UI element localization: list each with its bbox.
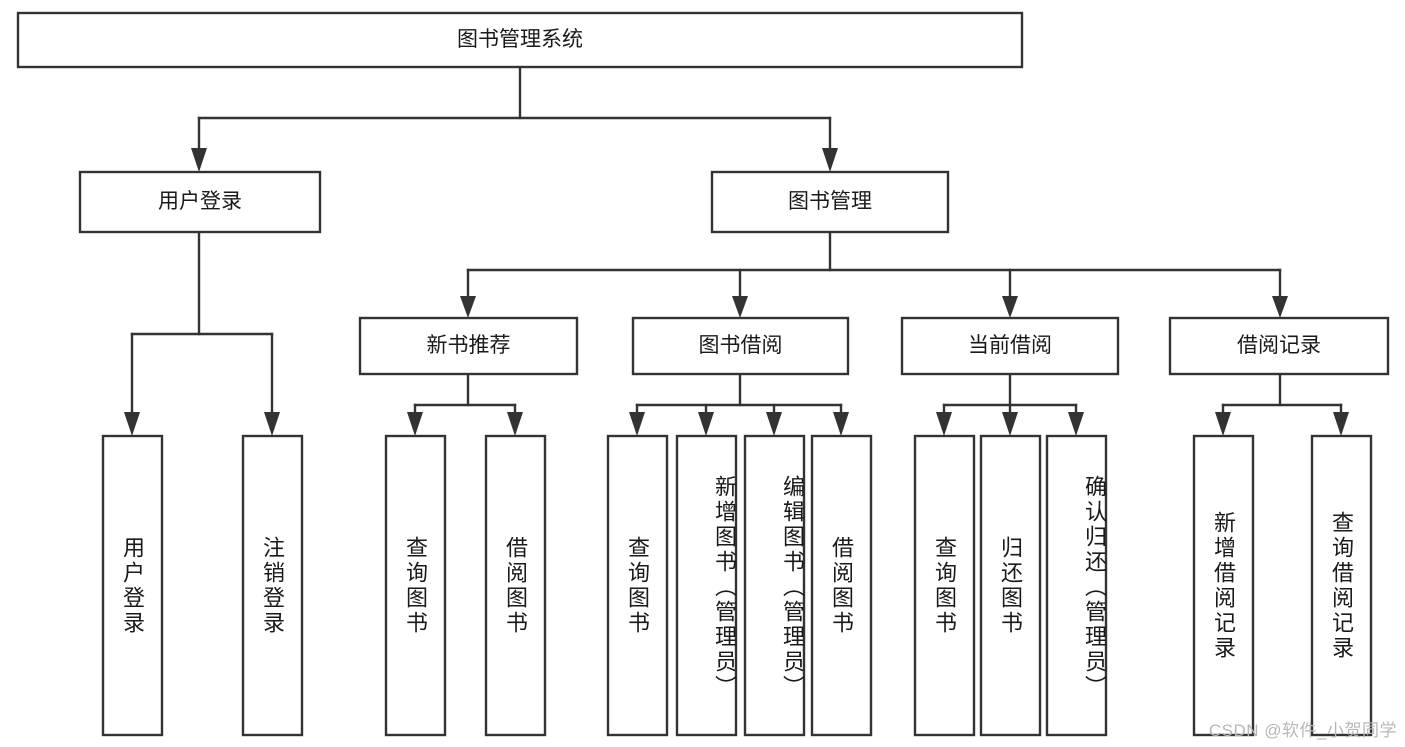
node-box-leaf-12[interactable] — [1192, 434, 1255, 737]
connector-group-user-login — [124, 230, 280, 436]
node-box-leaf-4[interactable] — [484, 434, 547, 737]
node-box-leaf-9[interactable] — [913, 434, 976, 737]
arrow-head-icon — [191, 148, 207, 172]
arrow-head-icon — [1002, 296, 1018, 318]
connector-group-root — [191, 65, 838, 172]
arrow-head-icon — [264, 412, 280, 436]
arrow-head-icon — [1333, 412, 1349, 436]
arrow-head-icon — [936, 412, 952, 436]
arrow-head-icon — [822, 148, 838, 172]
node-box-leaf-1[interactable] — [101, 434, 164, 737]
connector-group-book-manage — [460, 230, 1288, 318]
node-box-user-login[interactable] — [78, 170, 322, 234]
arrow-head-icon — [1215, 412, 1231, 436]
watermark-text: CSDN @软件_小贺同学 — [1208, 721, 1397, 740]
node-box-borrow-record[interactable] — [1168, 316, 1390, 376]
node-box-book-manage[interactable] — [710, 170, 950, 234]
node-box-leaf-11[interactable] — [1045, 434, 1108, 737]
node-box-leaf-8[interactable] — [810, 434, 873, 737]
arrow-head-icon — [698, 412, 714, 436]
connector-group-book-borrow — [629, 372, 849, 436]
arrow-head-icon — [507, 412, 523, 436]
arrow-head-icon — [629, 412, 645, 436]
node-box-leaf-5[interactable] — [606, 434, 669, 737]
connector-group-borrow-record — [1215, 372, 1349, 436]
arrow-head-icon — [407, 412, 423, 436]
arrow-head-icon — [460, 296, 476, 318]
arrow-head-icon — [124, 412, 140, 436]
node-box-current-borrow[interactable] — [900, 316, 1120, 376]
arrow-head-icon — [1272, 296, 1288, 318]
node-box-leaf-7[interactable] — [743, 434, 806, 737]
node-box-leaf-3[interactable] — [384, 434, 447, 737]
arrow-head-icon — [766, 412, 782, 436]
node-box-leaf-13[interactable] — [1310, 434, 1373, 737]
node-box-leaf-2[interactable] — [241, 434, 304, 737]
connector-group-new-book-rec — [407, 372, 523, 436]
node-box-leaf-10[interactable] — [979, 434, 1042, 737]
node-box-leaf-6[interactable] — [675, 434, 738, 737]
arrow-head-icon — [833, 412, 849, 436]
arrow-head-icon — [1002, 412, 1018, 436]
arrow-head-icon — [1068, 412, 1084, 436]
arrow-head-icon — [732, 296, 748, 318]
node-box-book-borrow[interactable] — [631, 316, 850, 376]
connector-group-current-borrow — [936, 372, 1084, 436]
node-box-root[interactable] — [16, 11, 1024, 69]
node-box-new-book-rec[interactable] — [358, 316, 579, 376]
